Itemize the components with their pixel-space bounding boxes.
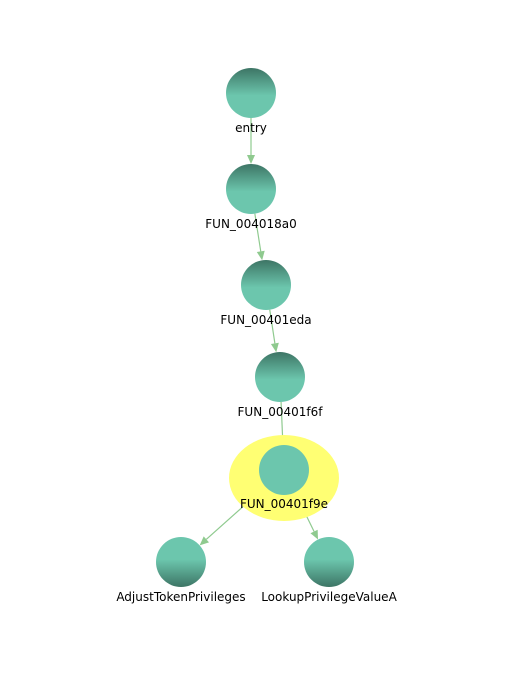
node-fun-00401eda[interactable]: FUN_00401eda [220,260,312,327]
edge-line [269,309,276,344]
edge-line [280,401,284,437]
node-label: FUN_00401f6f [238,405,324,419]
nodes-layer: entryFUN_004018a0FUN_00401edaFUN_00401f6… [116,68,398,604]
node-circle[interactable] [241,260,291,310]
edge-arrowhead [199,536,210,546]
node-entry[interactable]: entry [226,68,276,135]
node-fun-00401f6f[interactable]: FUN_00401f6f [238,352,324,419]
edge-arrowhead [247,155,255,164]
node-circle[interactable] [156,537,206,587]
edge-arrowhead [310,529,319,540]
edge-line [254,213,262,252]
node-label: FUN_00401f9e [240,497,328,511]
node-label: AdjustTokenPrivileges [116,590,245,604]
edge-entry-to-fun_004018a0 [247,118,255,164]
node-adjust-token-privileges[interactable]: AdjustTokenPrivileges [116,537,246,604]
node-circle[interactable] [259,445,309,495]
node-circle[interactable] [226,68,276,118]
node-label: LookupPrivilegeValueA [261,590,397,604]
edge-arrowhead [256,250,265,261]
node-circle[interactable] [226,164,276,214]
node-lookup-privilege-value-a[interactable]: LookupPrivilegeValueA [261,537,398,604]
node-label: entry [235,121,267,135]
node-fun-004018a0[interactable]: FUN_004018a0 [205,164,297,231]
edge-fun_004018a0-to-fun_00401eda [254,213,265,261]
node-circle[interactable] [255,352,305,402]
node-label: FUN_004018a0 [205,217,296,231]
node-circle[interactable] [304,537,354,587]
edge-arrowhead [270,342,279,353]
node-label: FUN_00401eda [220,313,311,327]
edge-fun_00401eda-to-fun_00401f6f [269,309,279,353]
node-fun-00401f9e[interactable]: FUN_00401f9e [229,435,339,521]
